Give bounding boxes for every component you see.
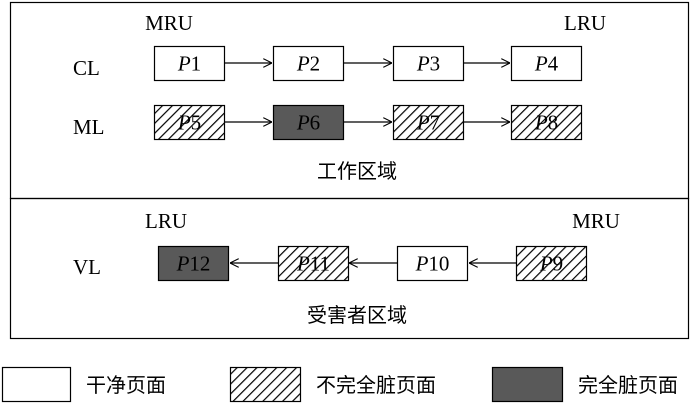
page-vl-3-label: P10 — [415, 252, 450, 276]
work-mru-label: MRU — [145, 11, 193, 35]
page-vl-2-box — [277, 245, 350, 282]
page-ml-1-letter: P — [177, 111, 191, 135]
work-lru-label: LRU — [564, 11, 606, 35]
page-ml-2-letter: P — [296, 111, 310, 135]
page-vl-3-number: 10 — [428, 252, 449, 276]
page-cl-4-label: P4 — [534, 52, 559, 76]
page-vl-4-label: P9 — [539, 252, 563, 276]
page-vl-1-label: P12 — [176, 252, 211, 276]
page-ml-3-box — [392, 104, 465, 141]
page-ml-4-label: P8 — [534, 111, 558, 135]
legend-partial-swatch — [229, 366, 302, 403]
page-ml-2-box — [272, 104, 345, 141]
page-vl-4-number: 9 — [553, 252, 564, 276]
page-ml-4-letter: P — [534, 111, 548, 135]
page-vl-3-letter: P — [415, 252, 429, 276]
page-ml-2-label: P6 — [296, 111, 320, 135]
work-region-label: 工作区域 — [317, 159, 397, 183]
page-cl-1-box — [153, 45, 226, 82]
page-cl-2-box — [272, 45, 345, 82]
page-vl-4-box — [515, 245, 588, 282]
page-vl-1-number: 12 — [189, 252, 210, 276]
legend-dirty-swatch — [491, 366, 564, 403]
page-vl-2-number: 11 — [310, 252, 330, 276]
page-ml-3-number: 7 — [430, 111, 441, 135]
page-ml-1-box — [153, 104, 226, 141]
page-ml-1-number: 5 — [191, 111, 202, 135]
page-cl-4-letter: P — [534, 52, 548, 76]
page-vl-2-letter: P — [296, 252, 310, 276]
page-cl-2-label: P2 — [296, 52, 320, 76]
page-vl-3-box — [396, 245, 469, 282]
page-cl-2-number: 2 — [310, 52, 321, 76]
legend: 干净页面 不完全脏页面 完全脏页面 — [1, 366, 678, 403]
page-cl-3-number: 3 — [430, 52, 441, 76]
page-ml-4-box — [510, 104, 583, 141]
page-cl-1-letter: P — [177, 52, 191, 76]
victim-region-frame — [9, 197, 690, 340]
page-ml-2-number: 6 — [310, 111, 321, 135]
legend-clean-label: 干净页面 — [86, 373, 166, 397]
page-vl-2-label: P11 — [296, 252, 330, 276]
page-ml-1-label: P5 — [177, 111, 201, 135]
page-cl-1-number: 1 — [191, 52, 202, 76]
page-cl-1-label: P1 — [177, 52, 201, 76]
victim-mru-label: MRU — [572, 209, 620, 233]
page-cl-4-box — [510, 45, 583, 82]
page-cl-4-number: 4 — [548, 52, 559, 76]
victim-region-label: 受害者区域 — [307, 303, 407, 327]
cl-label: CL — [73, 56, 100, 80]
page-ml-3-letter: P — [416, 111, 430, 135]
victim-lru-label: LRU — [145, 209, 187, 233]
page-vl-1-letter: P — [176, 252, 190, 276]
page-vl-4-letter: P — [539, 252, 553, 276]
legend-partial-label: 不完全脏页面 — [316, 373, 436, 397]
page-cl-3-letter: P — [416, 52, 430, 76]
page-cl-2-letter: P — [296, 52, 310, 76]
page-vl-1-box — [157, 245, 230, 282]
legend-clean-swatch — [1, 366, 72, 403]
page-ml-3-label: P7 — [416, 111, 440, 135]
ml-label: ML — [73, 115, 105, 139]
page-ml-4-number: 8 — [548, 111, 559, 135]
page-cl-3-label: P3 — [416, 52, 440, 76]
legend-dirty-label: 完全脏页面 — [578, 373, 678, 397]
page-cl-3-box — [392, 45, 465, 82]
vl-label: VL — [73, 255, 101, 279]
